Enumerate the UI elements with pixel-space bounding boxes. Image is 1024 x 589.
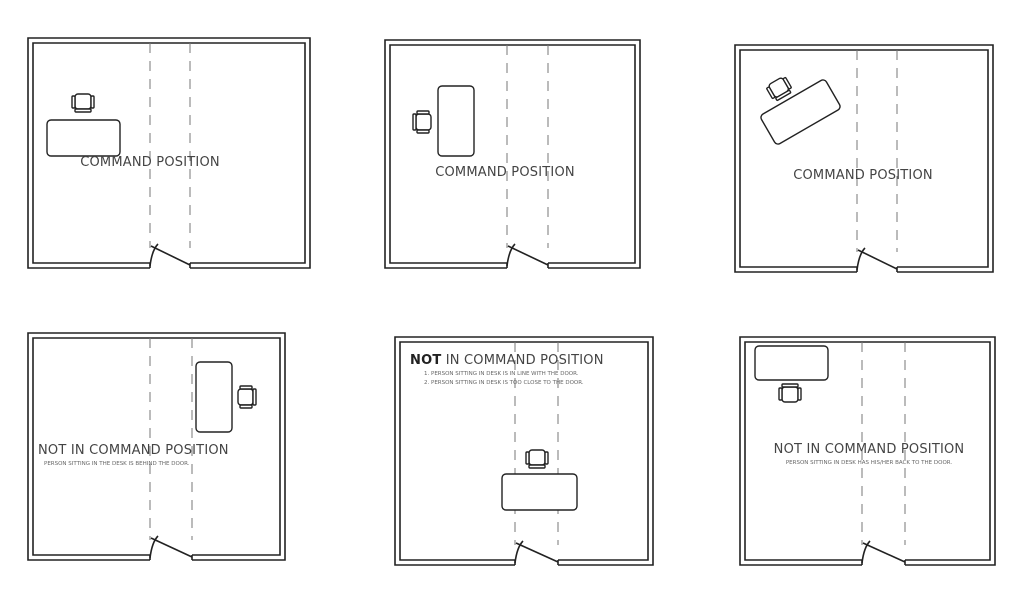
chair-back [74, 108, 92, 113]
chair-arm [239, 404, 253, 409]
chair-icon [766, 76, 792, 101]
position-note: 2. PERSON SITTING IN DESK IS TOO CLOSE T… [424, 380, 584, 386]
door [857, 249, 898, 270]
inner-wall [389, 44, 636, 264]
desk [437, 85, 475, 157]
inner-wall [32, 337, 281, 556]
desk [760, 79, 841, 145]
door [507, 245, 549, 266]
position-label: COMMAND POSITION [793, 168, 933, 183]
position-label-text: COMMAND POSITION [793, 168, 933, 183]
desk [754, 345, 829, 381]
chair-seat [237, 388, 254, 406]
door-swing [514, 540, 524, 564]
chair-back [775, 89, 792, 101]
chair-arm [778, 387, 783, 401]
position-label: COMMAND POSITION [435, 165, 575, 180]
position-label: NOT IN COMMAND POSITION [410, 353, 604, 368]
inner-wall [399, 341, 649, 561]
position-label-text: NOT IN COMMAND POSITION [38, 443, 229, 458]
position-note: 1. PERSON SITTING IN DESK IS IN LINE WIT… [424, 371, 579, 377]
door [150, 537, 193, 558]
position-label-text: COMMAND POSITION [80, 155, 220, 170]
door [862, 542, 906, 563]
chair-icon [412, 110, 432, 134]
position-note: PERSON SITTING IN DESK HAS HIS/HER BACK … [786, 460, 953, 466]
outer-wall [394, 336, 654, 566]
door [515, 542, 559, 563]
door [150, 245, 191, 266]
chair-icon [778, 383, 802, 403]
chair-back [528, 464, 546, 469]
outer-wall [734, 44, 994, 273]
room-panel-2: COMMAND POSITION [384, 39, 641, 269]
desk [501, 473, 578, 511]
outer-wall [27, 332, 286, 561]
chair-arm [71, 95, 76, 109]
chair-arm [544, 451, 549, 465]
chair-icon [71, 93, 95, 113]
chair-seat [74, 93, 92, 110]
chair-arm [239, 385, 253, 390]
chair-arm [416, 129, 430, 134]
outer-wall [384, 39, 641, 269]
door-swing [149, 243, 159, 267]
chair-arm [782, 76, 792, 90]
room-panel-5: NOT IN COMMAND POSITION 1. PERSON SITTING… [394, 336, 654, 566]
position-note: PERSON SITTING IN THE DESK IS BEHIND THE… [44, 461, 190, 467]
inner-wall [32, 42, 306, 264]
position-label: NOT IN COMMAND POSITION [774, 442, 965, 457]
position-label: COMMAND POSITION [80, 155, 220, 170]
chair-seat [415, 113, 432, 131]
position-label-bold: NOT [410, 353, 441, 368]
desk [46, 119, 121, 157]
room-panel-1: COMMAND POSITION [27, 37, 311, 269]
chair-icon [525, 449, 549, 469]
position-label-text: NOT IN COMMAND POSITION [774, 442, 965, 457]
chair-icon [237, 385, 257, 409]
door-swing [506, 243, 516, 267]
room-panel-4: NOT IN COMMAND POSITION PERSON SITTING IN… [27, 332, 286, 561]
room-panel-3: COMMAND POSITION [734, 44, 994, 273]
position-label-text: COMMAND POSITION [435, 165, 575, 180]
door-swing [856, 247, 866, 271]
desk [195, 361, 233, 433]
chair-arm [416, 110, 430, 115]
outer-wall [739, 336, 996, 566]
chair-back [252, 388, 257, 406]
chair-arm [766, 86, 776, 100]
outer-wall [27, 37, 311, 269]
chair-seat [781, 386, 799, 403]
chair-arm [90, 95, 95, 109]
door-swing [861, 540, 871, 564]
chair-arm [797, 387, 802, 401]
position-label: NOT IN COMMAND POSITION [38, 443, 229, 458]
chair-seat [528, 449, 546, 466]
inner-wall [739, 49, 989, 268]
inner-wall [744, 341, 991, 561]
chair-back [412, 113, 417, 131]
chair-arm [525, 451, 530, 465]
position-label-text: IN COMMAND POSITION [441, 353, 603, 368]
room-panel-6: NOT IN COMMAND POSITION PERSON SITTING IN… [739, 336, 996, 566]
chair-back [781, 383, 799, 388]
door-swing [149, 535, 159, 559]
